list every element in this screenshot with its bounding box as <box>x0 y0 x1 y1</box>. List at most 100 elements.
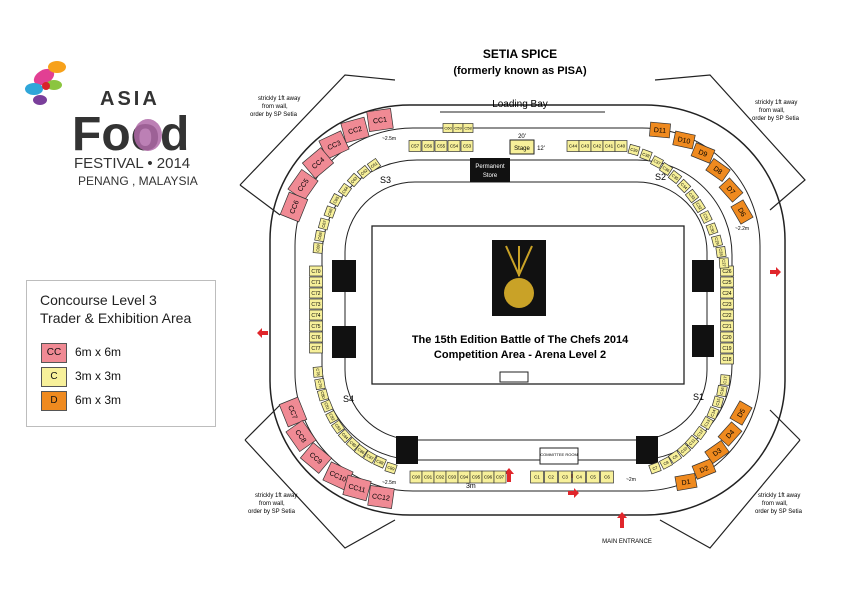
booth-d11[interactable]: D11 <box>649 121 671 139</box>
booth-d2[interactable]: D2 <box>691 458 717 480</box>
booth-c36[interactable]: C36 <box>658 162 674 176</box>
booth-c40[interactable]: C40 <box>614 140 628 152</box>
booth-cc7[interactable]: CC7 <box>278 396 308 428</box>
booth-c18[interactable]: C18 <box>720 353 734 365</box>
booth-d5[interactable]: D5 <box>729 400 753 426</box>
booth-c75[interactable]: C75 <box>309 320 323 332</box>
booth-c81[interactable]: C81 <box>320 399 334 413</box>
booth-d4[interactable]: D4 <box>717 421 743 447</box>
booth-c41[interactable]: C41 <box>602 140 616 152</box>
booth-cc11[interactable]: CC11 <box>342 474 372 502</box>
booth-c12[interactable]: C12 <box>692 425 708 441</box>
booth-c95[interactable]: C95 <box>469 470 483 484</box>
booth-c16[interactable]: C16 <box>716 384 728 398</box>
booth-d7[interactable]: D7 <box>718 177 744 203</box>
booth-c85[interactable]: C85 <box>345 436 361 452</box>
booth-c29[interactable]: C29 <box>710 234 724 248</box>
booth-c42[interactable]: C42 <box>590 140 604 152</box>
booth-c59[interactable]: C59 <box>452 123 464 133</box>
booth-cc12[interactable]: CC12 <box>367 485 395 509</box>
booth-c9[interactable]: C9 <box>667 449 683 465</box>
booth-c14[interactable]: C14 <box>706 406 720 420</box>
booth-c58[interactable]: C58 <box>462 123 474 133</box>
booth-d8[interactable]: D8 <box>705 158 731 182</box>
booth-c56[interactable]: C56 <box>421 140 435 152</box>
booth-c11[interactable]: C11 <box>684 434 700 450</box>
booth-cc6[interactable]: CC6 <box>279 191 309 223</box>
booth-c76[interactable]: C76 <box>309 331 323 343</box>
booth-c6[interactable]: C6 <box>600 470 614 484</box>
booth-c90[interactable]: C90 <box>409 470 423 484</box>
booth-c78[interactable]: C78 <box>312 366 324 378</box>
booth-c77[interactable]: C77 <box>309 342 323 354</box>
booth-c15[interactable]: C15 <box>711 395 725 409</box>
booth-c82[interactable]: C82 <box>325 409 339 425</box>
booth-c30[interactable]: C30 <box>705 222 719 236</box>
booth-c35[interactable]: C35 <box>667 169 683 185</box>
booth-c62[interactable]: C62 <box>356 164 372 180</box>
booth-d9[interactable]: D9 <box>690 142 716 164</box>
booth-cc2[interactable]: CC2 <box>340 116 370 144</box>
booth-c60[interactable]: C60 <box>442 123 454 133</box>
booth-c89[interactable]: C89 <box>384 461 398 475</box>
booth-c61[interactable]: C61 <box>366 157 382 173</box>
booth-c53[interactable]: C53 <box>460 140 474 152</box>
booth-c34[interactable]: C34 <box>676 178 692 194</box>
booth-d10[interactable]: D10 <box>672 130 696 150</box>
booth-c83[interactable]: C83 <box>330 419 346 435</box>
booth-d1[interactable]: D1 <box>674 472 698 492</box>
booth-c24[interactable]: C24 <box>720 287 734 299</box>
booth-c96[interactable]: C96 <box>481 470 495 484</box>
booth-c72[interactable]: C72 <box>309 287 323 299</box>
booth-c3[interactable]: C3 <box>558 470 572 484</box>
booth-c13[interactable]: C13 <box>700 415 714 431</box>
booth-c70[interactable]: C70 <box>309 265 323 277</box>
booth-cc9[interactable]: CC9 <box>299 442 333 474</box>
booth-c87[interactable]: C87 <box>362 450 378 464</box>
booth-c33[interactable]: C33 <box>684 188 700 204</box>
booth-d3[interactable]: D3 <box>704 440 730 464</box>
booth-c67[interactable]: C67 <box>317 217 331 231</box>
booth-c63[interactable]: C63 <box>346 172 362 188</box>
booth-c23[interactable]: C23 <box>720 298 734 310</box>
booth-cc1[interactable]: CC1 <box>366 108 394 132</box>
booth-c8[interactable]: C8 <box>658 456 674 470</box>
booth-c19[interactable]: C19 <box>720 342 734 354</box>
booth-c39[interactable]: C39 <box>627 143 641 157</box>
booth-cc8[interactable]: CC8 <box>285 419 317 453</box>
booth-c92[interactable]: C92 <box>433 470 447 484</box>
booth-cc5[interactable]: CC5 <box>287 168 319 202</box>
booth-c54[interactable]: C54 <box>447 140 461 152</box>
booth-c68[interactable]: C68 <box>314 229 326 243</box>
booth-c5[interactable]: C5 <box>586 470 600 484</box>
booth-cc3[interactable]: CC3 <box>318 130 350 160</box>
booth-c21[interactable]: C21 <box>720 320 734 332</box>
booth-c31[interactable]: C31 <box>699 210 713 224</box>
booth-c57[interactable]: C57 <box>408 140 422 152</box>
booth-c80[interactable]: C80 <box>316 388 330 402</box>
booth-c84[interactable]: C84 <box>337 428 353 444</box>
booth-c43[interactable]: C43 <box>578 140 592 152</box>
booth-c28[interactable]: C28 <box>715 246 727 258</box>
booth-c64[interactable]: C64 <box>337 182 353 198</box>
booth-c4[interactable]: C4 <box>572 470 586 484</box>
booth-c7[interactable]: C7 <box>648 461 662 475</box>
booth-c25[interactable]: C25 <box>720 276 734 288</box>
booth-c97[interactable]: C97 <box>493 470 507 484</box>
booth-d6[interactable]: D6 <box>730 199 754 225</box>
booth-c32[interactable]: C32 <box>692 198 706 214</box>
booth-c20[interactable]: C20 <box>720 331 734 343</box>
booth-c17[interactable]: C17 <box>719 374 731 386</box>
booth-c73[interactable]: C73 <box>309 298 323 310</box>
booth-c79[interactable]: C79 <box>314 377 326 391</box>
booth-c37[interactable]: C37 <box>649 155 665 169</box>
booth-cc4[interactable]: CC4 <box>301 147 335 179</box>
booth-c88[interactable]: C88 <box>373 455 387 469</box>
booth-c69[interactable]: C69 <box>312 242 324 254</box>
booth-c1[interactable]: C1 <box>530 470 544 484</box>
booth-c74[interactable]: C74 <box>309 309 323 321</box>
booth-c86[interactable]: C86 <box>353 443 369 459</box>
booth-c38[interactable]: C38 <box>639 148 653 162</box>
booth-c91[interactable]: C91 <box>421 470 435 484</box>
booth-c94[interactable]: C94 <box>457 470 471 484</box>
